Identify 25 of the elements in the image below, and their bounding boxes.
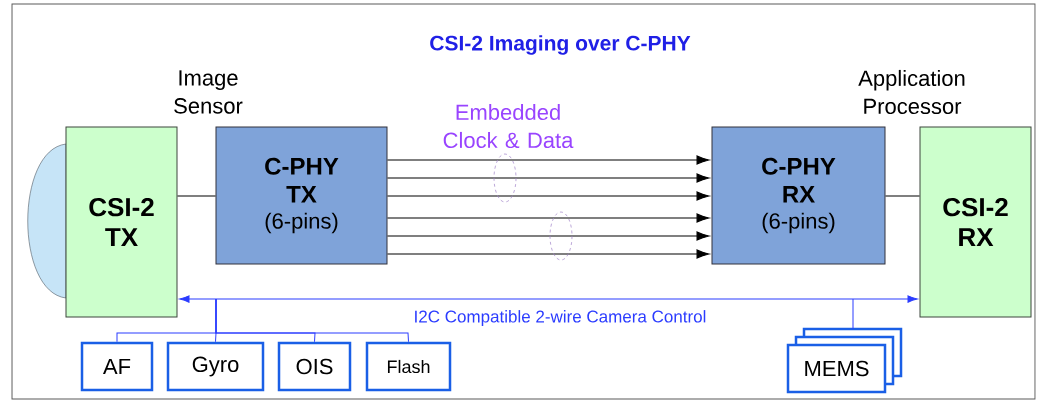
csi-block: CSI-2 RX — [919, 126, 1032, 318]
phy-block: C-PHY TX (6-pins) — [215, 126, 388, 265]
peripheral-box: Gyro — [166, 341, 265, 392]
diagram-title: CSI-2 Imaging over C-PHY — [430, 35, 691, 55]
side-label: Application Processor — [858, 69, 965, 115]
phy-block: C-PHY RX (6-pins) — [711, 126, 886, 265]
connector-line — [852, 298, 854, 330]
arrow — [179, 295, 918, 303]
peripheral-box: Flash — [365, 341, 452, 392]
connector-line — [215, 298, 409, 343]
arrow — [386, 249, 710, 259]
arrow — [386, 231, 710, 241]
arrow — [386, 173, 710, 183]
arrow — [386, 191, 710, 201]
peripheral-box: OIS — [277, 341, 352, 392]
edge-label: I2C Compatible 2-wire Camera Control — [412, 309, 708, 327]
peripheral-box: AF — [80, 341, 154, 392]
connector-line — [176, 195, 217, 197]
side-label: Embedded Clock & Data — [443, 103, 574, 149]
arrow — [386, 213, 710, 223]
arrow — [386, 155, 710, 165]
connector-line — [884, 195, 921, 197]
side-label: Image Sensor — [174, 70, 243, 114]
stacked-device-box: MEMS — [786, 343, 887, 394]
csi-block: CSI-2 TX — [65, 126, 178, 318]
